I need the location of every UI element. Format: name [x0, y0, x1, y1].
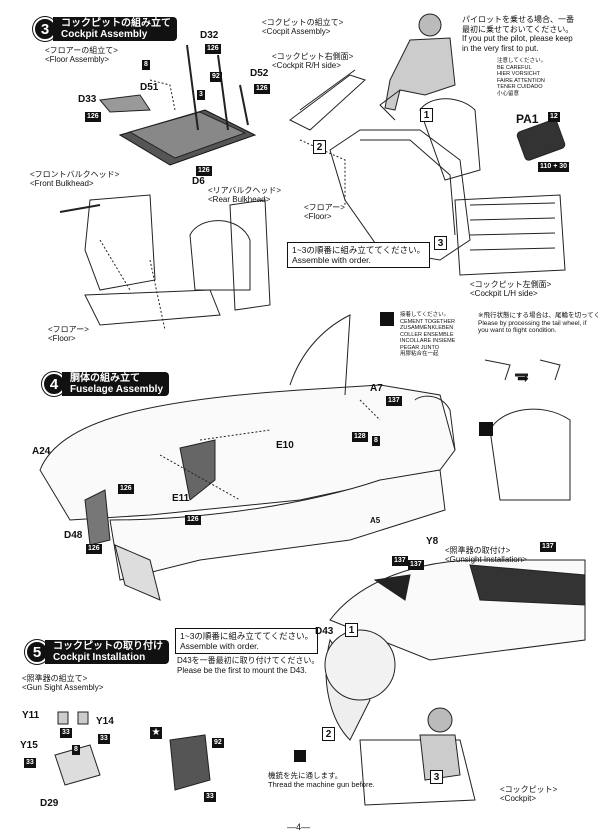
cockpit-assembly-label: <コクピットの組立て> <Cocpit Assembly>	[262, 18, 344, 36]
part-a5: A5	[370, 516, 381, 525]
tag-33: 33	[98, 734, 110, 744]
fuselage-drawing	[39, 314, 456, 601]
part-pa1: PA1	[516, 112, 539, 126]
part-d48: D48	[64, 530, 83, 541]
part-d32: D32	[200, 30, 219, 41]
step-title-en: Fuselage Assembly	[70, 384, 164, 395]
tag-33: 33	[60, 728, 72, 738]
step-titles: コックピットの組み立て Cockpit Assembly	[53, 17, 177, 41]
tag-8: 8	[372, 436, 380, 446]
tag-137: 137	[386, 396, 402, 406]
assemble-order-note: 1~3の順番に組み立ててください。 Assemble with order.	[287, 242, 431, 268]
tag-126: 126	[118, 484, 134, 494]
step-title-jp: コックピットの取り付け	[53, 641, 163, 652]
part-y11: Y11	[22, 710, 40, 721]
tag-137: 137	[392, 556, 408, 566]
part-d51: D51	[140, 82, 159, 93]
gunsight-installation-drawing	[324, 559, 586, 806]
tag-126: 126	[85, 112, 101, 122]
part-e10: E10	[276, 440, 294, 451]
d43-note: D43を一番最初に取り付けてください。 Please be the first …	[177, 656, 320, 675]
floor-label-low: <フロアー> <Floor>	[48, 325, 89, 343]
arrow-right-icon: ➡	[517, 370, 529, 386]
part-d33: D33	[78, 94, 97, 105]
part-a24: A24	[32, 446, 51, 457]
floor-plate-drawing	[99, 44, 257, 166]
step-title-en: Cockpit Assembly	[61, 29, 148, 40]
tag-92: 92	[210, 72, 222, 82]
step-3-badge: 3 コックピットの組み立て Cockpit Assembly	[33, 17, 177, 41]
tag-8: 8	[72, 745, 80, 755]
cockpit-lh-label: <コックピット左側面> <Cockpit L/H side>	[470, 280, 552, 298]
part-d29: D29	[40, 798, 59, 809]
pilot-note: パイロットを乗せる場合、一番 最初に乗せておいてください。 If you put…	[462, 15, 574, 53]
tag-110-30: 110 + 30	[538, 162, 570, 172]
tail-wheel-drawing	[484, 359, 571, 501]
cement-note: 接着してください。 CEMENT TOGETHER ZUSAMMENKLEBEN…	[400, 312, 456, 357]
tag-126: 126	[196, 166, 212, 176]
tail-wheel-note: ※飛行状態にする場合は、尾輪を切ってください。 Please by proces…	[478, 312, 600, 334]
step-5-badge: 5 コックピットの取り付け Cockpit Installation	[25, 640, 169, 664]
part-y8: Y8	[426, 536, 439, 547]
glue-icon	[380, 312, 394, 326]
seq-marker-2: 2	[313, 140, 326, 154]
assemble-order-note-2: 1~3の順番に組み立ててください。 Assemble with order.	[175, 628, 319, 654]
cockpit-bottom-label: <コックピット> <Cockpit>	[500, 785, 558, 803]
step-title-en: Cockpit Installation	[53, 652, 146, 663]
pilot-figure-drawing	[379, 13, 456, 121]
gun-sight-assembly-label: <照準器の組立て> <Gun Sight Assembly>	[22, 674, 104, 692]
tag-8: 8	[142, 60, 150, 70]
lower-cockpit-drawing	[59, 194, 271, 331]
cockpit-rh-label: <コックピット右側面> <Cockpit R/H side>	[272, 52, 354, 70]
machine-gun-note: 機銃を先に通します。 Thread the machine gun before…	[268, 771, 375, 789]
step-4-badge: 4 胴体の組み立て Fuselage Assembly	[42, 372, 170, 396]
note-icon	[294, 750, 306, 762]
step-title-jp: 胴体の組み立て	[70, 373, 140, 384]
page-number: —4—	[287, 822, 311, 832]
gun-sight-parts-drawing	[54, 711, 211, 791]
step-titles: 胴体の組み立て Fuselage Assembly	[62, 372, 170, 396]
floor-assembly-label: <フロアーの組立て> <Floor Assembly>	[45, 46, 118, 64]
gunsight-installation-label: <照準器の取付け> <Gunsight Installation>	[445, 546, 527, 564]
tag-126: 126	[86, 544, 102, 554]
seq-marker-1: 1	[420, 108, 433, 122]
floor-label-mid: <フロアー> <Floor>	[304, 203, 345, 221]
part-y15: Y15	[20, 740, 38, 751]
seq-marker-2b: 2	[322, 727, 335, 741]
star-icon: ★	[150, 727, 162, 739]
part-e11: E11	[172, 493, 190, 504]
cutter-icon	[479, 422, 493, 436]
front-bulkhead-label: <フロントバルクヘッド> <Front Bulkhead>	[30, 170, 120, 188]
cockpit-frame-drawing	[289, 69, 566, 276]
tag-33: 33	[24, 758, 36, 768]
part-d6: D6	[192, 176, 205, 187]
seq-marker-3: 3	[434, 236, 447, 250]
caution-note: 注意してください。 BE CAREFUL HIER VORSICHT FAIRE…	[497, 58, 547, 97]
tag-126: 126	[205, 44, 221, 54]
tag-137: 137	[408, 560, 424, 570]
rear-bulkhead-label: <リアバルクヘッド> <Rear Bulkhead>	[208, 186, 282, 204]
tag-92: 92	[212, 738, 224, 748]
tag-33: 33	[204, 792, 216, 802]
tag-126: 126	[185, 515, 201, 525]
seat-cushion-drawing	[516, 119, 566, 161]
tag-137: 137	[540, 542, 556, 552]
part-d52: D52	[250, 68, 269, 79]
step-titles: コックピットの取り付け Cockpit Installation	[45, 640, 169, 664]
tag-126: 126	[254, 84, 270, 94]
tag-128: 128	[352, 432, 368, 442]
part-y14: Y14	[96, 716, 114, 727]
tag-12: 12	[548, 112, 560, 122]
part-d43: D43	[315, 626, 334, 637]
part-a7: A7	[370, 383, 383, 394]
tag-3: 3	[197, 90, 205, 100]
seq-marker-1b: 1	[345, 623, 358, 637]
step-title-jp: コックピットの組み立て	[61, 18, 171, 29]
seq-marker-3b: 3	[430, 770, 443, 784]
